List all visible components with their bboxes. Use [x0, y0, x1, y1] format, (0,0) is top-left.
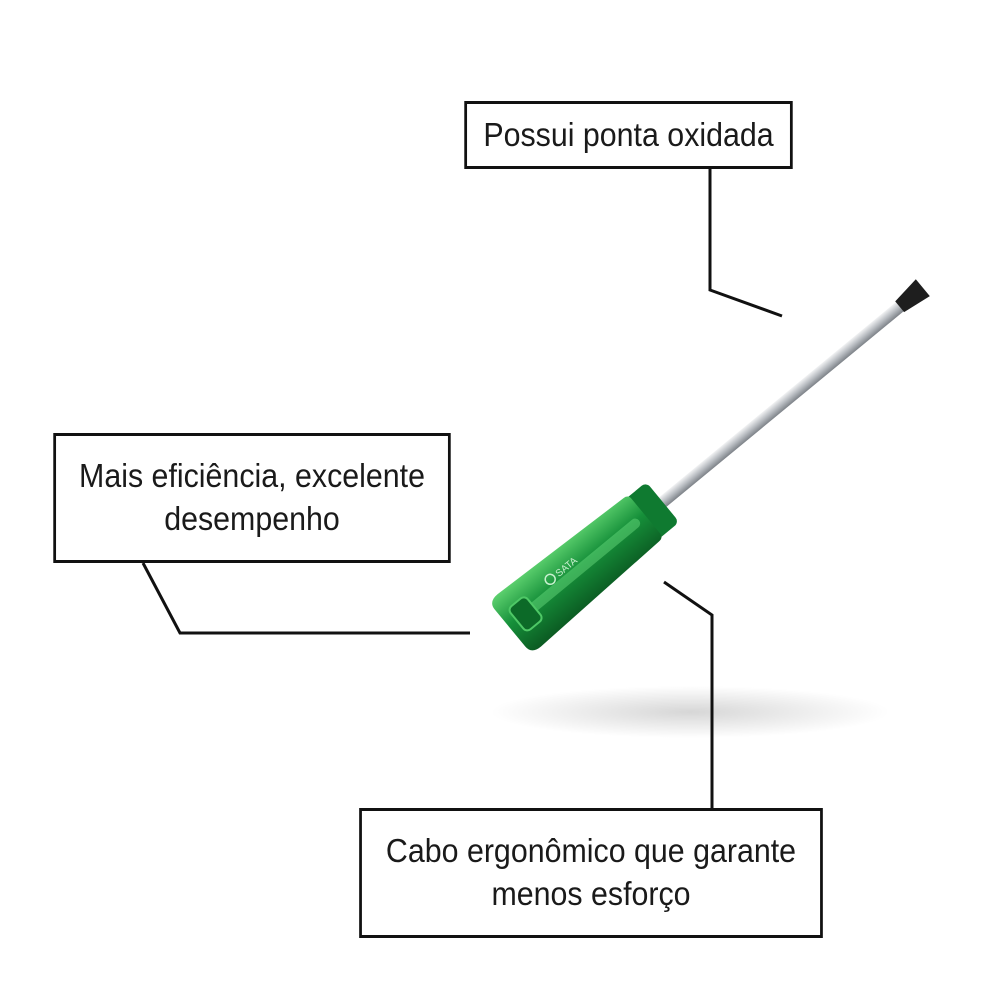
- handle-facet: [522, 518, 641, 618]
- callout-handle-line2: menos esforço: [491, 875, 691, 912]
- callout-efficiency-text: Mais eficiência, excelente desempenho: [79, 455, 425, 541]
- product-shadow: [490, 686, 890, 738]
- screwdriver-shaft: [641, 292, 916, 522]
- callout-tip-text: Possui ponta oxidada: [483, 115, 774, 153]
- callout-efficiency-line1: Mais eficiência, excelente: [79, 457, 425, 495]
- callout-efficiency-line2: desempenho: [164, 500, 340, 537]
- handle-end-window: [508, 596, 543, 632]
- callout-handle-line1: Cabo ergonômico que garante: [385, 832, 797, 870]
- leader-line-handle: [663, 580, 714, 808]
- brand-logo-icon: [544, 573, 556, 586]
- handle-collar: [625, 484, 677, 539]
- callout-efficiency: Mais eficiência, excelente desempenho: [53, 433, 451, 563]
- leader-line-efficiency: [141, 562, 470, 635]
- callout-handle-text: Cabo ergonômico que garante menos esforç…: [386, 830, 796, 916]
- screwdriver-tip: [895, 279, 930, 313]
- callout-ergonomic-handle: Cabo ergonômico que garante menos esforç…: [359, 808, 823, 938]
- callout-oxidized-tip: Possui ponta oxidada: [464, 101, 793, 169]
- leader-line-tip: [708, 169, 783, 318]
- screwdriver: SATA: [492, 279, 930, 651]
